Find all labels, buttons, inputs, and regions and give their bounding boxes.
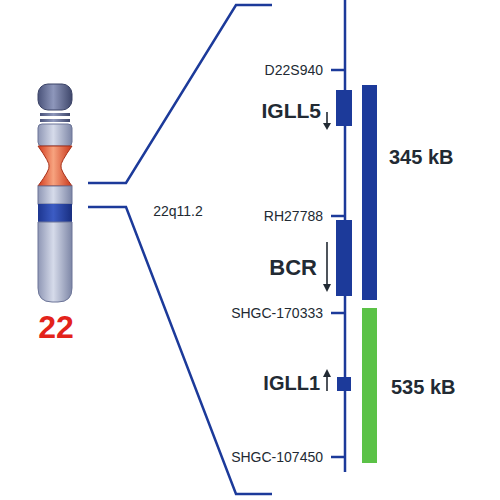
size-label: 345 kB bbox=[389, 147, 454, 167]
marker-name: RH27788 bbox=[264, 209, 323, 223]
gene-boxes bbox=[336, 90, 352, 391]
gene-name: IGLL1 bbox=[263, 373, 320, 393]
chromosome-ideogram bbox=[38, 84, 72, 302]
marker-name: D22S940 bbox=[265, 63, 323, 77]
size-label: 535 kB bbox=[391, 377, 456, 397]
marker-name: SHGC-107450 bbox=[231, 450, 323, 464]
probe-bar bbox=[362, 85, 377, 300]
marker-name: SHGC-170333 bbox=[231, 306, 323, 320]
gene-name: IGLL5 bbox=[261, 100, 321, 121]
band-label: 22q11.2 bbox=[153, 204, 203, 218]
orientation-arrows bbox=[323, 112, 331, 391]
zoom-bracket bbox=[88, 5, 272, 494]
gene-name: BCR bbox=[269, 257, 317, 279]
chromosome-number: 22 bbox=[38, 311, 74, 343]
probe-bar bbox=[362, 308, 377, 463]
